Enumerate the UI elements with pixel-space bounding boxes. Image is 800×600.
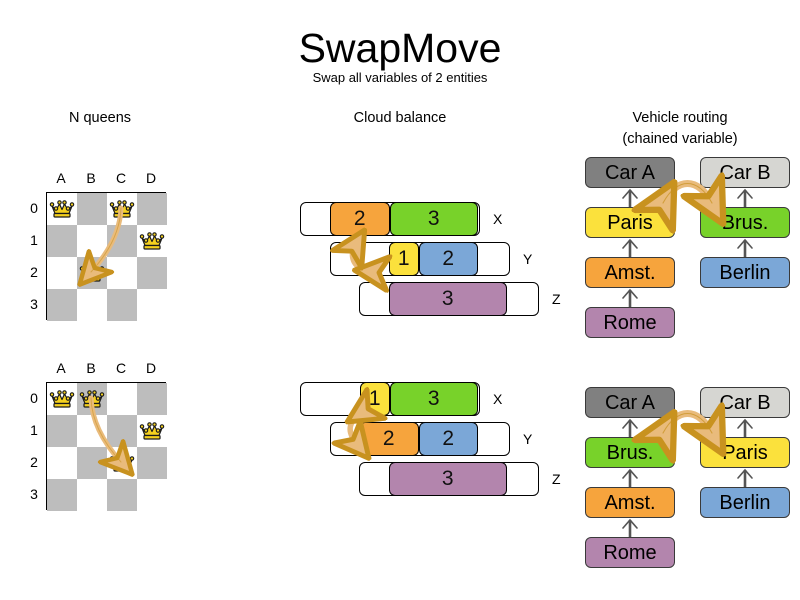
rank-label-0: 0 xyxy=(30,200,38,216)
chess-cell-C3[interactable] xyxy=(107,289,137,321)
cloud-process-Y-1[interactable]: 2 xyxy=(418,241,478,276)
queen-piece-C2[interactable] xyxy=(107,447,137,479)
page-title: SwapMove xyxy=(298,25,502,71)
queen-piece-B0[interactable] xyxy=(77,383,107,415)
cloud-process-Z-0[interactable]: 3 xyxy=(388,461,507,496)
chess-cell-A1[interactable] xyxy=(47,415,77,447)
page-subtitle: Swap all variables of 2 entities xyxy=(312,70,488,85)
cloud-process-X-1[interactable]: 3 xyxy=(389,201,478,236)
stop-node-brus[interactable]: Brus. xyxy=(700,207,790,238)
cloud-computer-label-Y: Y xyxy=(523,251,533,267)
stop-node-berlin[interactable]: Berlin xyxy=(700,257,790,288)
cloud-process-Y-0[interactable]: 2 xyxy=(358,421,419,456)
chess-cell-A2[interactable] xyxy=(47,447,77,479)
file-label-c: C xyxy=(115,360,127,376)
cloud-process-Z-0[interactable]: 3 xyxy=(388,281,507,316)
rank-label-0: 0 xyxy=(30,390,38,406)
stop-node-paris[interactable]: Paris xyxy=(585,207,675,238)
section-title-vehicle-routing: Vehicle routing (chained variable) xyxy=(590,108,770,150)
chess-cell-A1[interactable] xyxy=(47,225,77,257)
stop-node-brus[interactable]: Brus. xyxy=(585,437,675,468)
cloud-process-X-1[interactable]: 3 xyxy=(389,381,478,416)
file-label-c: C xyxy=(115,170,127,186)
cloud-process-X-0[interactable]: 2 xyxy=(329,201,390,236)
chess-cell-C3[interactable] xyxy=(107,479,137,511)
cloud-computer-bar-Z[interactable]: 3 xyxy=(359,281,539,316)
vrp-title-line2: (chained variable) xyxy=(622,131,738,147)
chess-cell-B1[interactable] xyxy=(77,415,107,447)
chess-cell-A3[interactable] xyxy=(47,479,77,511)
chess-cell-A3[interactable] xyxy=(47,289,77,321)
stop-node-amst[interactable]: Amst. xyxy=(585,257,675,288)
stop-node-amst[interactable]: Amst. xyxy=(585,487,675,518)
cloud-process-Y-1[interactable]: 2 xyxy=(418,421,478,456)
rank-label-1: 1 xyxy=(30,422,38,438)
chess-cell-D3[interactable] xyxy=(137,479,167,511)
file-label-d: D xyxy=(145,170,157,186)
file-label-a: A xyxy=(56,170,66,186)
chess-cell-B2[interactable] xyxy=(77,447,107,479)
chess-cell-C2[interactable] xyxy=(107,257,137,289)
chess-cell-B3[interactable] xyxy=(77,289,107,321)
chess-grid xyxy=(46,192,167,321)
cloud-process-Y-0[interactable]: 1 xyxy=(388,241,419,276)
chess-cell-D2[interactable] xyxy=(137,447,167,479)
file-label-b: B xyxy=(86,360,96,376)
chess-cell-D3[interactable] xyxy=(137,289,167,321)
queen-piece-B2[interactable] xyxy=(77,257,107,289)
chess-cell-A2[interactable] xyxy=(47,257,77,289)
section-title-nqueens: N queens xyxy=(68,110,132,126)
cloud-computer-label-X: X xyxy=(493,211,503,227)
stop-node-rome[interactable]: Rome xyxy=(585,537,675,568)
stop-node-berlin[interactable]: Berlin xyxy=(700,487,790,518)
rank-label-1: 1 xyxy=(30,232,38,248)
cloud-computer-label-Y: Y xyxy=(523,431,533,447)
chess-cell-B1[interactable] xyxy=(77,225,107,257)
section-title-cloud-balance: Cloud balance xyxy=(353,110,447,126)
vehicle-node-car-a[interactable]: Car A xyxy=(585,387,675,418)
file-label-b: B xyxy=(86,170,96,186)
queen-piece-D1[interactable] xyxy=(137,415,167,447)
nqueens-board-after: A B C D 0 1 2 3 xyxy=(20,360,196,520)
chess-cell-D0[interactable] xyxy=(137,193,167,225)
cloud-computer-bar-Z[interactable]: 3 xyxy=(359,461,539,496)
chess-cell-D2[interactable] xyxy=(137,257,167,289)
rank-label-2: 2 xyxy=(30,454,38,470)
stop-node-rome[interactable]: Rome xyxy=(585,307,675,338)
rank-label-2: 2 xyxy=(30,264,38,280)
chess-cell-C0[interactable] xyxy=(107,383,137,415)
chess-cell-B0[interactable] xyxy=(77,193,107,225)
chess-grid xyxy=(46,382,167,511)
vehicle-node-car-b[interactable]: Car B xyxy=(700,157,790,188)
file-label-d: D xyxy=(145,360,157,376)
nqueens-board-before: A B C D 0 1 2 3 xyxy=(20,170,196,330)
queen-piece-C0[interactable] xyxy=(107,193,137,225)
vehicle-node-car-a[interactable]: Car A xyxy=(585,157,675,188)
rank-label-3: 3 xyxy=(30,486,38,502)
vrp-title-line1: Vehicle routing xyxy=(632,110,728,126)
file-label-a: A xyxy=(56,360,66,376)
chess-cell-C1[interactable] xyxy=(107,415,137,447)
vehicle-node-car-b[interactable]: Car B xyxy=(700,387,790,418)
rank-label-3: 3 xyxy=(30,296,38,312)
cloud-computer-label-X: X xyxy=(493,391,503,407)
queen-piece-A0[interactable] xyxy=(47,383,77,415)
queen-piece-D1[interactable] xyxy=(137,225,167,257)
cloud-process-X-0[interactable]: 1 xyxy=(359,381,390,416)
cloud-computer-label-Z: Z xyxy=(552,471,561,487)
queen-piece-A0[interactable] xyxy=(47,193,77,225)
cloud-computer-label-Z: Z xyxy=(552,291,561,307)
chess-cell-B3[interactable] xyxy=(77,479,107,511)
chess-cell-C1[interactable] xyxy=(107,225,137,257)
chess-cell-D0[interactable] xyxy=(137,383,167,415)
stop-node-paris[interactable]: Paris xyxy=(700,437,790,468)
